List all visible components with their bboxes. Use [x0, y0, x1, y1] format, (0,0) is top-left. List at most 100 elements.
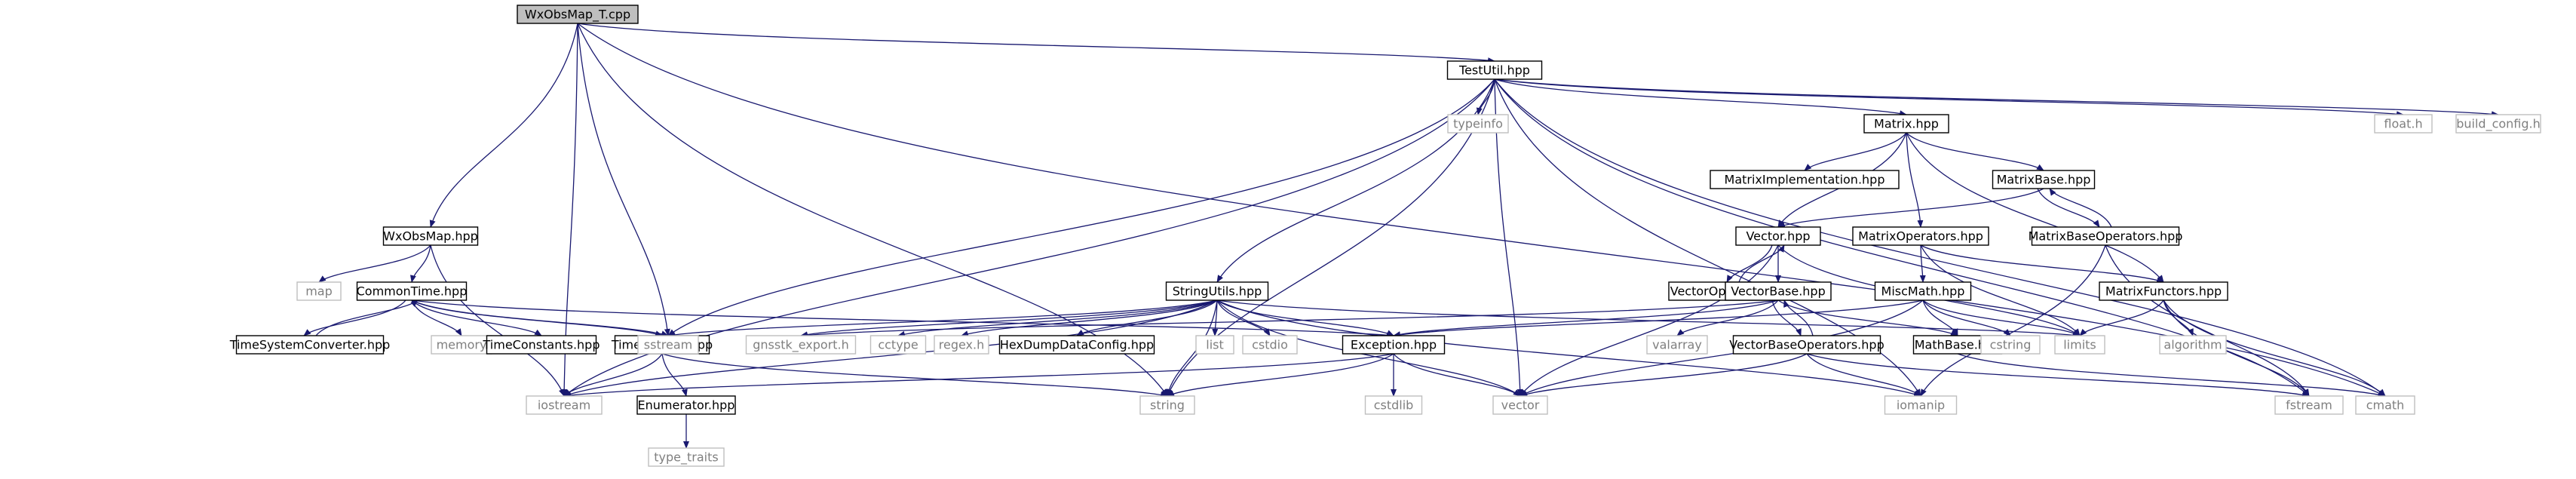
edge-matrixbaseops-to-iomanip — [1920, 244, 2106, 397]
edge-stringutils-to-list — [1212, 299, 1219, 336]
node-label-buildcfg: build_config.h — [2456, 117, 2541, 132]
node-label-iostream: iostream — [538, 398, 590, 413]
node-label-gnssexport: gnsstk_export.h — [753, 338, 849, 353]
node-matrixbaseops[interactable]: MatrixBaseOperators.hpp — [2029, 226, 2183, 246]
node-exception[interactable]: Exception.hpp — [1342, 335, 1446, 355]
edge-matrixops-to-miscmath — [1919, 244, 1926, 283]
node-label-list: list — [1206, 338, 1224, 352]
edge-matrix-to-matriximpl — [1804, 132, 1907, 171]
edge-vectorbase-to-valarray — [1676, 299, 1779, 336]
node-label-matrixfunctors: MatrixFunctors.hpp — [2105, 284, 2222, 299]
node-vectorhpp[interactable]: Vector.hpp — [1735, 226, 1821, 246]
node-label-matrixbaseops: MatrixBaseOperators.hpp — [2029, 229, 2183, 244]
node-buildcfg: build_config.h — [2455, 114, 2541, 134]
node-label-miscmath: MiscMath.hpp — [1881, 284, 1965, 299]
edge-testutil-to-buildcfg — [1494, 78, 2499, 118]
node-label-limits: limits — [2063, 338, 2096, 352]
edge-stringutils-to-string — [1166, 299, 1218, 397]
edge-miscmath-to-vector — [1520, 299, 1924, 397]
node-label-commontime: CommonTime.hpp — [357, 284, 468, 299]
node-hexdump[interactable]: HexDumpDataConfig.hpp — [998, 335, 1155, 355]
edge-stringutils-to-cstdio — [1216, 299, 1271, 336]
node-string: string — [1139, 395, 1195, 415]
edge-stringutils-to-iostream — [563, 299, 1218, 397]
edge-stringutils-to-gnssexport — [800, 299, 1218, 338]
edge-stringutils-to-iomanip — [1216, 299, 1921, 398]
node-label-exception: Exception.hpp — [1351, 338, 1437, 352]
node-enumerator[interactable]: Enumerator.hpp — [636, 395, 736, 415]
edge-commontime-to-memory — [411, 299, 462, 336]
node-label-timeconst: TimeConstants.hpp — [483, 338, 600, 352]
edge-vectorbaseops-to-fstream — [1806, 353, 2310, 398]
edge-root-to-testutil — [577, 23, 1495, 64]
node-cmath: cmath — [2355, 395, 2415, 415]
node-vector: vector — [1492, 395, 1548, 415]
edge-testutil-to-sstream — [667, 78, 1495, 336]
edge-matrixbaseops-to-matrixbase — [2049, 188, 2112, 228]
edge-miscmath-to-exception — [1393, 299, 1924, 338]
edge-commontime-to-timeconst — [411, 299, 542, 336]
node-label-matriximpl: MatrixImplementation.hpp — [1725, 173, 1885, 187]
node-matrixfunctors[interactable]: MatrixFunctors.hpp — [2099, 281, 2228, 301]
node-cstring: cstring — [1980, 335, 2041, 355]
node-label-typeinfo: typeinfo — [1453, 117, 1503, 131]
node-iostream: iostream — [526, 395, 603, 415]
node-label-vector: vector — [1501, 398, 1540, 413]
node-label-cstdlib: cstdlib — [1374, 398, 1414, 413]
node-root[interactable]: WxObsMap_T.cpp — [517, 5, 639, 24]
edge-mathbase-to-cmath — [1957, 353, 2386, 398]
edge-matrixfunctors-to-fstream — [2163, 299, 2310, 397]
edge-matrix-to-matrixfunctors — [1906, 132, 2164, 283]
node-label-vectorbase: VectorBase.hpp — [1731, 284, 1825, 299]
edge-stringutils-to-hexdump — [1076, 299, 1218, 336]
edge-matrixops-to-limits — [1920, 244, 2081, 336]
node-wxobsmap[interactable]: WxObsMap.hpp — [382, 226, 479, 246]
node-commontime[interactable]: CommonTime.hpp — [357, 281, 468, 301]
node-sstream: sstream — [637, 335, 699, 355]
edge-root-to-wxobsmap — [429, 23, 578, 228]
edge-matrixbase-to-vectorhpp — [1777, 188, 2044, 228]
node-timeconst[interactable]: TimeConstants.hpp — [483, 335, 600, 355]
node-vectorbaseops[interactable]: VectorBaseOperators.hpp — [1729, 335, 1884, 355]
node-matrix[interactable]: Matrix.hpp — [1863, 114, 1949, 134]
node-matrixops[interactable]: MatrixOperators.hpp — [1852, 226, 1989, 246]
edge-matrixfunctors-to-cmath — [2163, 299, 2386, 397]
node-map: map — [296, 281, 342, 301]
node-label-fstream: fstream — [2286, 398, 2332, 413]
edge-matrix-to-matrixbase — [1906, 132, 2044, 171]
edge-vectorhpp-to-vector — [1520, 244, 1779, 397]
edge-matrixfunctors-to-limits — [2079, 299, 2164, 336]
edge-wxobsmap-to-commontime — [410, 244, 431, 283]
edge-tsconverter-to-commontime — [315, 299, 419, 336]
node-vectorbase[interactable]: VectorBase.hpp — [1725, 281, 1832, 301]
node-label-string: string — [1150, 398, 1185, 413]
node-regexh: regex.h — [934, 335, 989, 355]
edge-stringutils-to-exception — [1216, 299, 1394, 336]
node-label-cstdio: cstdio — [1252, 338, 1288, 352]
node-label-matrixbase: MatrixBase.hpp — [1997, 173, 2091, 187]
node-miscmath[interactable]: MiscMath.hpp — [1874, 281, 1972, 301]
edge-vectorbase-to-vectorbaseops — [1771, 299, 1802, 336]
node-stringutils[interactable]: StringUtils.hpp — [1165, 281, 1269, 301]
node-fstream: fstream — [2274, 395, 2344, 415]
edge-stringutils-to-sstream — [667, 299, 1218, 338]
edge-commontime-to-timesystem — [411, 299, 663, 336]
node-label-root: WxObsMap_T.cpp — [525, 8, 630, 23]
node-matriximpl[interactable]: MatrixImplementation.hpp — [1710, 170, 1900, 189]
node-matrixbase[interactable]: MatrixBase.hpp — [1992, 170, 2096, 189]
node-label-algorithm: algorithm — [2164, 338, 2222, 352]
edge-vectorhpp-to-vectorops — [1726, 244, 1773, 283]
edge-vectorbaseops-to-vector — [1520, 353, 1808, 397]
node-cstdio: cstdio — [1242, 335, 1298, 355]
node-label-vectorhpp: Vector.hpp — [1746, 229, 1810, 244]
edge-commontime-to-tsconverter — [303, 299, 406, 336]
node-tsconverter[interactable]: TimeSystemConverter.hpp — [229, 335, 391, 355]
edge-commontime-to-exception — [411, 299, 1394, 339]
node-testutil[interactable]: TestUtil.hpp — [1446, 60, 1543, 80]
edge-stringutils-to-regexh — [961, 299, 1218, 337]
edge-root-to-sstream — [577, 23, 670, 336]
edge-stringutils-to-limits — [1216, 299, 2081, 339]
node-label-memory: memory — [437, 338, 487, 352]
node-list: list — [1195, 335, 1234, 355]
